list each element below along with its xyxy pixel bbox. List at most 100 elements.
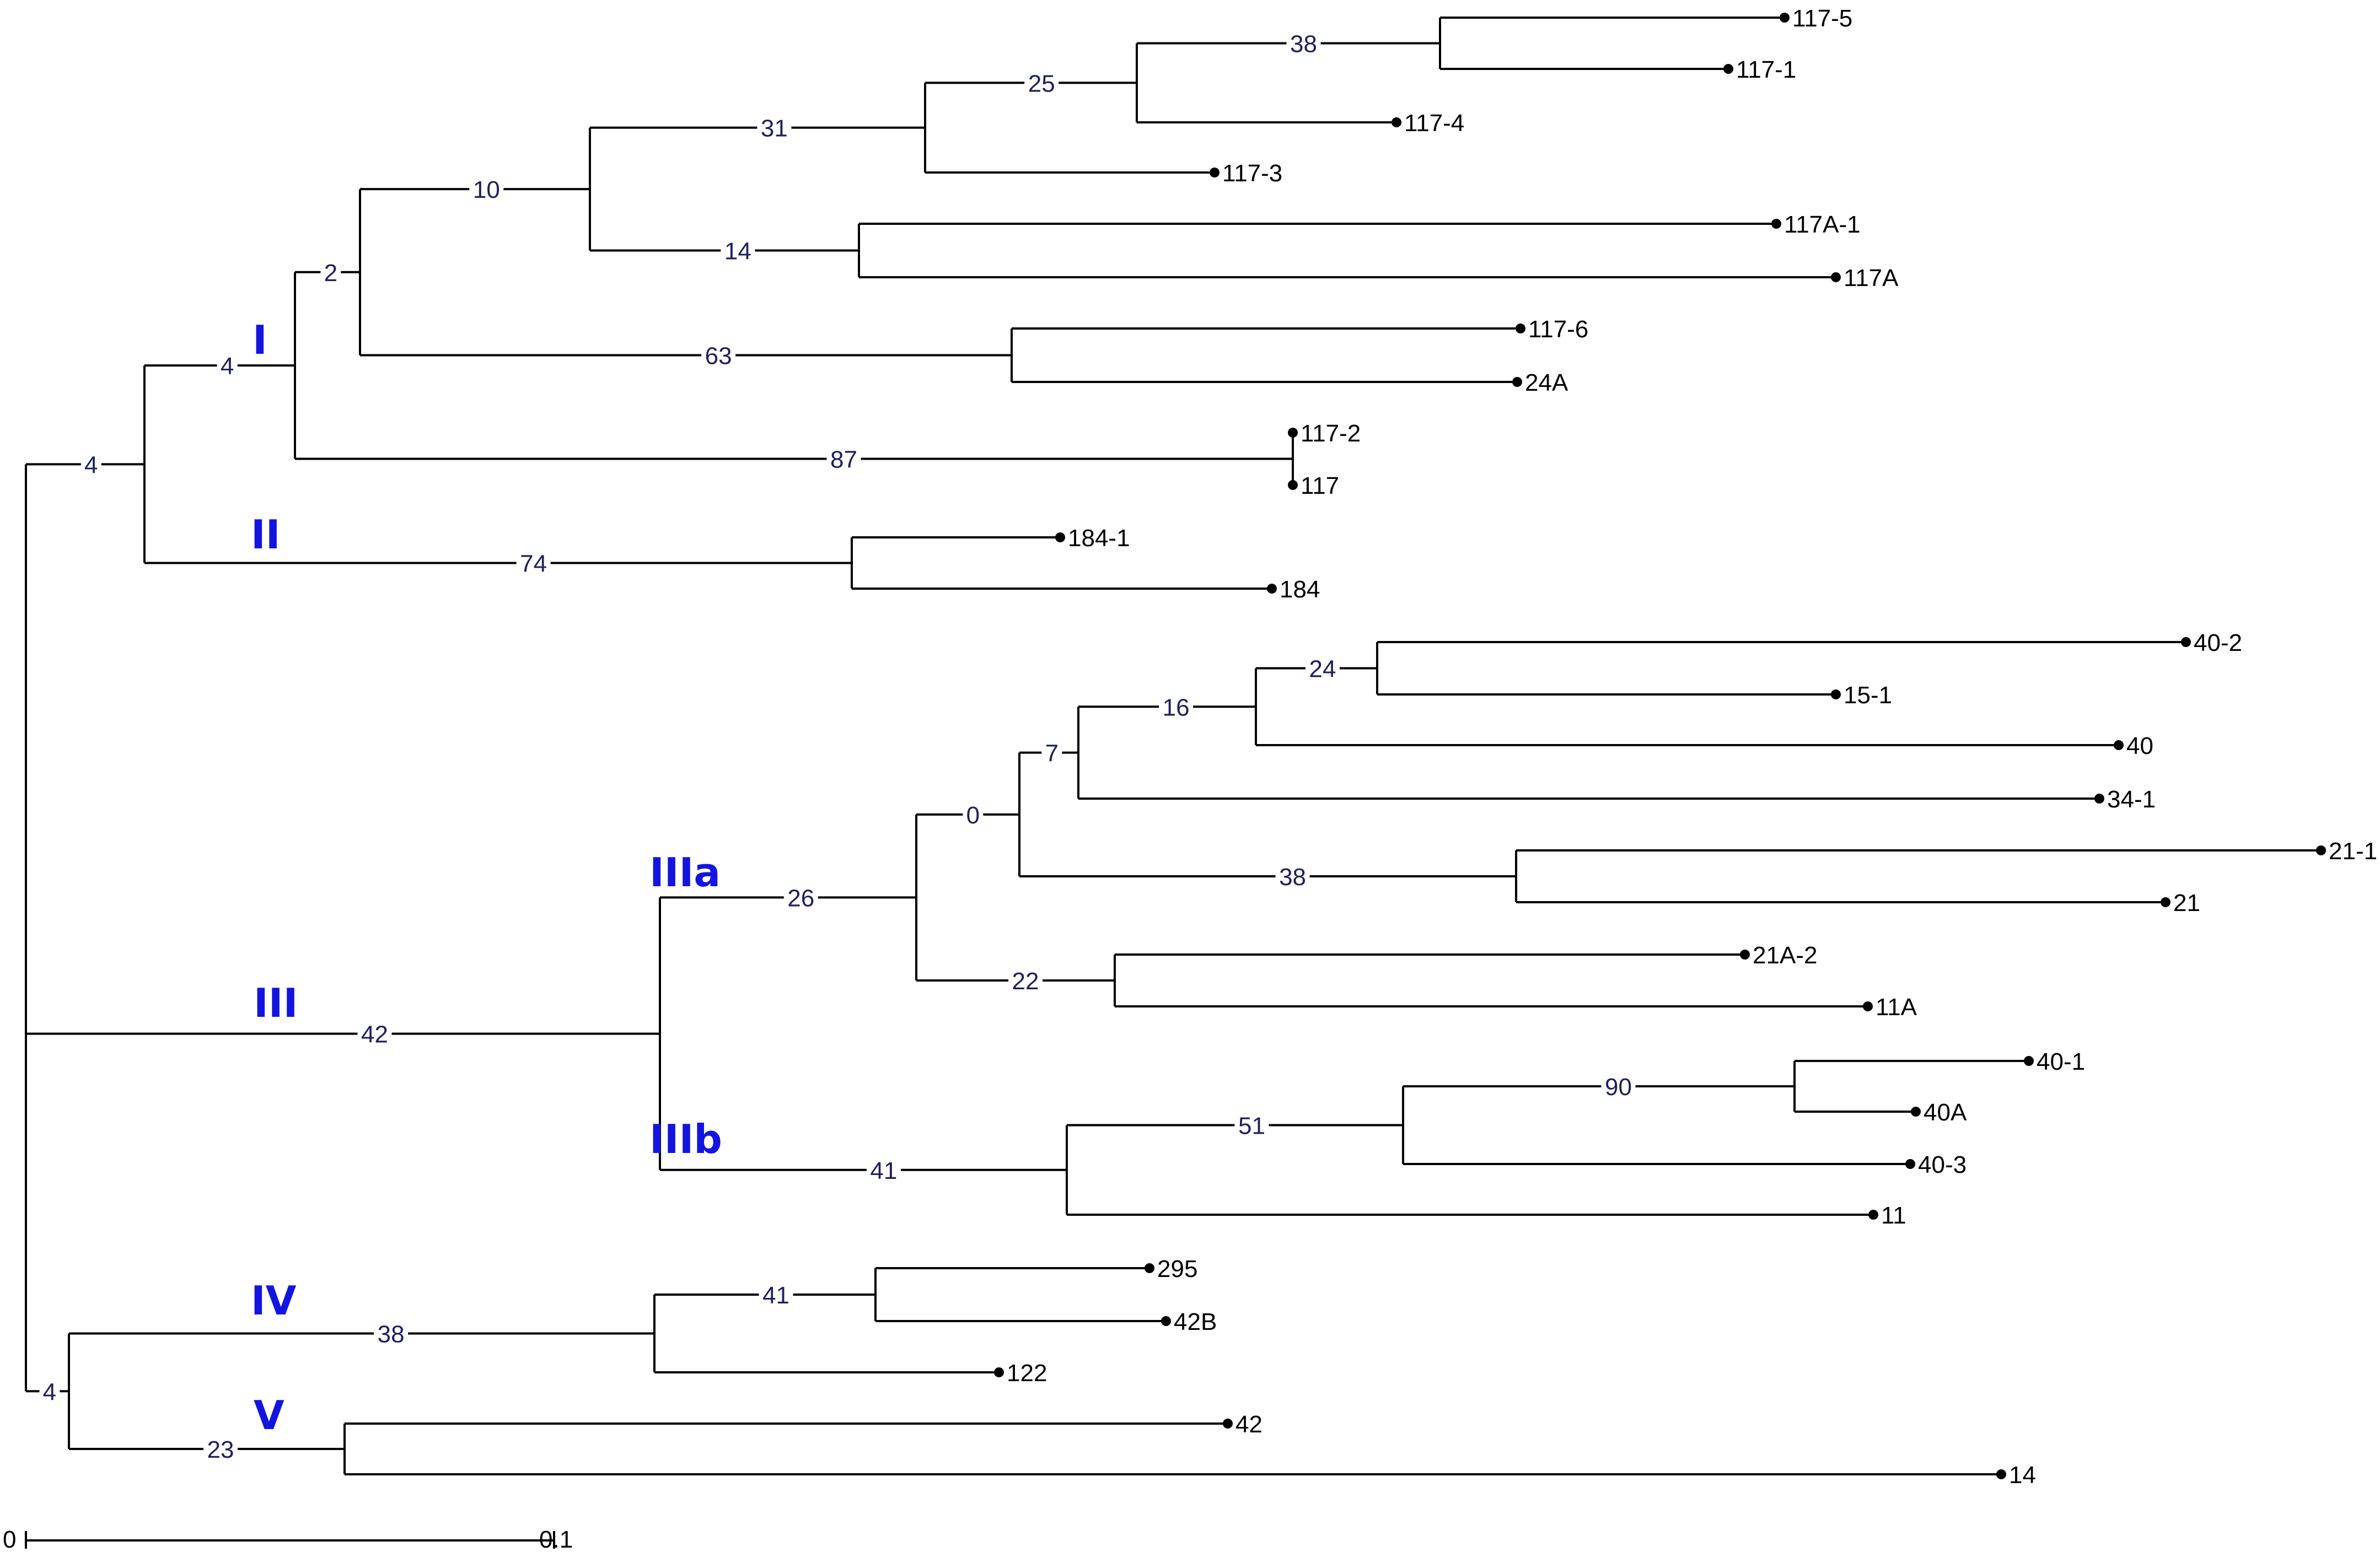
bootstrap-value-N_10: 10 — [473, 176, 500, 203]
bootstrap-bg-N_38a — [1286, 29, 1321, 58]
bootstrap-bg-N_III — [357, 1019, 392, 1048]
clade-label-III: III — [254, 980, 298, 1026]
tip-dot-L40_3 — [1905, 1159, 1915, 1169]
leaf-label-L34_1: 34-1 — [2107, 786, 2156, 813]
leaf-label-L21A_2: 21A-2 — [1753, 942, 1817, 969]
bootstrap-bg-N_7 — [1041, 738, 1062, 767]
tip-dot-L11A — [1863, 1001, 1873, 1011]
bootstrap-bg-N_16 — [1159, 692, 1194, 721]
clade-label-IV: IV — [251, 1278, 297, 1324]
bootstrap-bg-N_IIIb — [866, 1155, 901, 1184]
leaf-label-L122: 122 — [1007, 1360, 1047, 1387]
tip-dot-L15_1 — [1831, 689, 1841, 699]
bootstrap-bg-N_22 — [1008, 966, 1043, 995]
bootstrap-bg-N_top — [80, 450, 101, 479]
clade-label-V: V — [254, 1392, 284, 1438]
leaf-label-L40_3: 40-3 — [1918, 1151, 1967, 1178]
tip-dot-L117_5 — [1780, 13, 1790, 23]
leaf-label-L14: 14 — [2009, 1462, 2036, 1489]
bootstrap-bg-N_24 — [1305, 654, 1340, 683]
bootstrap-value-N_22: 22 — [1012, 968, 1039, 995]
leaf-label-L21_1: 21-1 — [2329, 838, 2377, 865]
tip-dot-L24A — [1512, 377, 1522, 387]
bootstrap-value-N_IV: 38 — [378, 1321, 405, 1348]
leaf-label-L42: 42 — [1235, 1411, 1262, 1438]
tip-dot-L42 — [1223, 1419, 1233, 1429]
scale-bar-end-label: 0.1 — [539, 1526, 573, 1552]
leaf-label-L117_3: 117-3 — [1222, 160, 1282, 187]
tip-dot-L184_1 — [1055, 532, 1065, 542]
leaf-label-L11: 11 — [1881, 1202, 1906, 1229]
bootstrap-value-N_51: 51 — [1238, 1113, 1265, 1140]
bootstrap-bg-N_90 — [1601, 1072, 1636, 1101]
tip-dot-L42B — [1161, 1316, 1171, 1326]
tip-dot-L21_1 — [2316, 845, 2326, 855]
clade-label-IIIa: IIIa — [649, 849, 721, 896]
bootstrap-value-N_16: 16 — [1163, 694, 1190, 721]
tip-dot-L117_6 — [1516, 324, 1525, 333]
bootstrap-value-N_14: 14 — [724, 238, 751, 265]
bootstrap-value-N_I: 4 — [221, 353, 234, 380]
tip-dot-L117A — [1831, 272, 1841, 282]
bootstrap-bg-N_31 — [757, 113, 792, 142]
tip-dot-L40 — [2114, 740, 2124, 750]
leaf-label-L40A: 40A — [1924, 1099, 1967, 1126]
leaf-label-L117A_1: 117A-1 — [1784, 211, 1861, 238]
bootstrap-values: 3825311410632874744241673802226905141424… — [39, 29, 1636, 1463]
bootstrap-value-N_IIIb: 41 — [870, 1157, 897, 1184]
bootstrap-value-N_II: 74 — [520, 551, 547, 578]
clade-label-II: II — [251, 511, 281, 558]
leaf-label-L117_4: 117-4 — [1404, 110, 1464, 137]
tip-dot-L295 — [1145, 1263, 1154, 1273]
bootstrap-bg-N_41b — [759, 1280, 793, 1309]
leaf-label-L24A: 24A — [1525, 369, 1568, 396]
leaf-label-L117_2: 117-2 — [1301, 420, 1361, 447]
bootstrap-bg-N_V — [203, 1435, 238, 1463]
scale-bar-start-label: 0 — [3, 1526, 16, 1552]
bootstrap-bg-N_IIIa — [783, 883, 818, 912]
bootstrap-value-N_2: 2 — [324, 260, 337, 287]
leaf-label-L117_5: 117-5 — [1792, 5, 1852, 32]
bootstrap-value-N_31: 31 — [761, 115, 788, 142]
tip-dot-L122 — [994, 1367, 1004, 1377]
bootstrap-value-N_38a: 38 — [1290, 31, 1317, 58]
tip-dot-L117_4 — [1392, 117, 1401, 127]
tip-dot-L14 — [1996, 1469, 2006, 1479]
bootstrap-bg-N_2 — [320, 257, 341, 287]
leaf-label-L117_1: 117-1 — [1736, 56, 1796, 83]
leaf-label-L11A: 11A — [1876, 994, 1917, 1021]
leaf-label-L295: 295 — [1157, 1255, 1197, 1282]
bootstrap-value-N_63: 63 — [705, 343, 732, 370]
bootstrap-bg-N_10 — [469, 175, 504, 204]
bootstrap-value-N_41b: 41 — [762, 1282, 789, 1309]
bootstrap-value-N_top: 4 — [84, 451, 98, 478]
leaf-label-L184_1: 184-1 — [1068, 525, 1130, 552]
leaf-label-L15_1: 15-1 — [1844, 682, 1892, 709]
bootstrap-value-N_0: 0 — [966, 802, 980, 829]
bootstrap-bg-N_IV — [374, 1319, 409, 1348]
bootstrap-value-N_V: 23 — [207, 1436, 234, 1463]
bootstrap-bg-N_51 — [1234, 1111, 1269, 1140]
tip-dot-L117_3 — [1210, 168, 1219, 177]
bootstrap-value-N_38b: 38 — [1279, 864, 1306, 891]
bootstrap-value-N_IIIa: 26 — [787, 885, 814, 912]
bootstrap-value-N_7: 7 — [1045, 740, 1059, 767]
scale-bar: 0 0.1 — [3, 1526, 573, 1552]
leaf-label-L21: 21 — [2173, 890, 2200, 917]
bootstrap-bg-N_0 — [963, 800, 984, 829]
leaf-label-L42B: 42B — [1174, 1308, 1217, 1335]
tip-dot-L117_1 — [1723, 64, 1733, 74]
tip-dot-L21 — [2161, 897, 2171, 907]
bootstrap-bg-N_14 — [721, 236, 755, 265]
tip-dot-L21A_2 — [1740, 950, 1750, 960]
bootstrap-value-N_III: 42 — [361, 1021, 388, 1048]
bootstrap-bg-N_38b — [1275, 862, 1310, 891]
tip-dot-L34_1 — [2094, 794, 2104, 804]
leaf-label-L117: 117 — [1301, 472, 1339, 499]
tree-tips: 117-5117-1117-4117-3117A-1117A117-624A11… — [994, 5, 2377, 1489]
leaf-label-L40: 40 — [2126, 732, 2153, 759]
leaf-label-L117_6: 117-6 — [1528, 316, 1588, 343]
bootstrap-value-N_90: 90 — [1605, 1074, 1632, 1101]
